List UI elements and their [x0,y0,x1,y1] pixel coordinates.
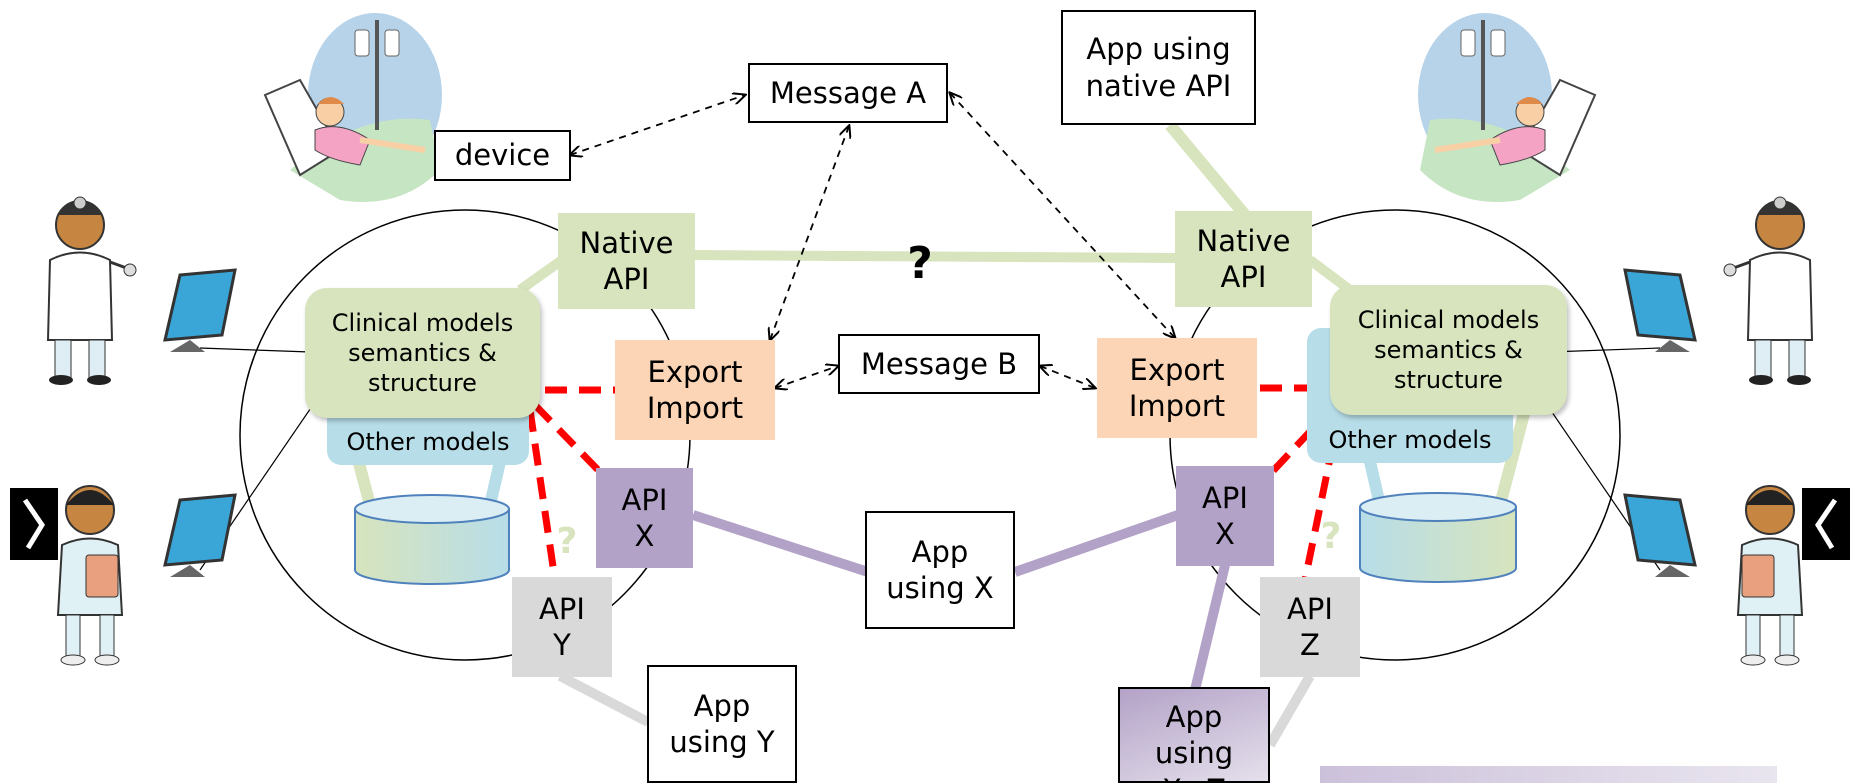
left-api-y: API Y [512,577,612,677]
message-b-box: Message B [838,334,1040,394]
apix-left-app-line [691,510,870,577]
database-cylinder-icon [354,494,510,585]
app-native-line [1165,121,1250,219]
monitor-icon [1623,493,1697,577]
nurse-with-xray-icon [1736,485,1850,666]
app-using-xz-box: App using X+Z [1118,687,1270,783]
monitor-icon [163,493,237,577]
right-clinical-models: Clinical models semantics & structure [1330,285,1567,415]
doctor-icon [46,196,137,385]
device-box: device [434,130,571,181]
monitor-icon [1623,268,1697,352]
legend-strip [1320,766,1777,783]
app-native-api-box: App using native API [1061,10,1256,125]
message-a-box: Message A [748,63,948,123]
apiy-app-line [557,671,651,727]
left-export-import: Export Import [615,340,775,440]
left-native-api: Native API [558,213,695,309]
apix-appxz-line [1190,563,1230,692]
right-api-z: API Z [1260,577,1360,677]
left-clinical-models: Clinical models semantics & structure [305,288,540,418]
right-api-x: API X [1176,466,1274,566]
doctor-icon [1723,196,1814,385]
patient-in-bed-icon [1418,13,1597,202]
database-cylinder-icon [1359,492,1517,583]
apiz-app-line [1265,673,1315,748]
monitor-icon [163,268,237,352]
right-question-mark: ? [1320,515,1342,557]
apix-right-app-line [1013,510,1180,577]
left-question-mark: ? [556,520,578,562]
app-using-x-box: App using X [865,511,1015,629]
native-question-mark: ? [907,237,933,289]
left-api-x: API X [596,468,693,568]
right-native-api: Native API [1175,211,1312,307]
nurse-with-xray-icon [10,485,124,666]
right-export-import: Export Import [1097,338,1257,438]
patient-in-bed-icon [263,13,442,202]
message-arrows [570,93,1175,388]
app-using-y-box: App using Y [647,665,797,783]
